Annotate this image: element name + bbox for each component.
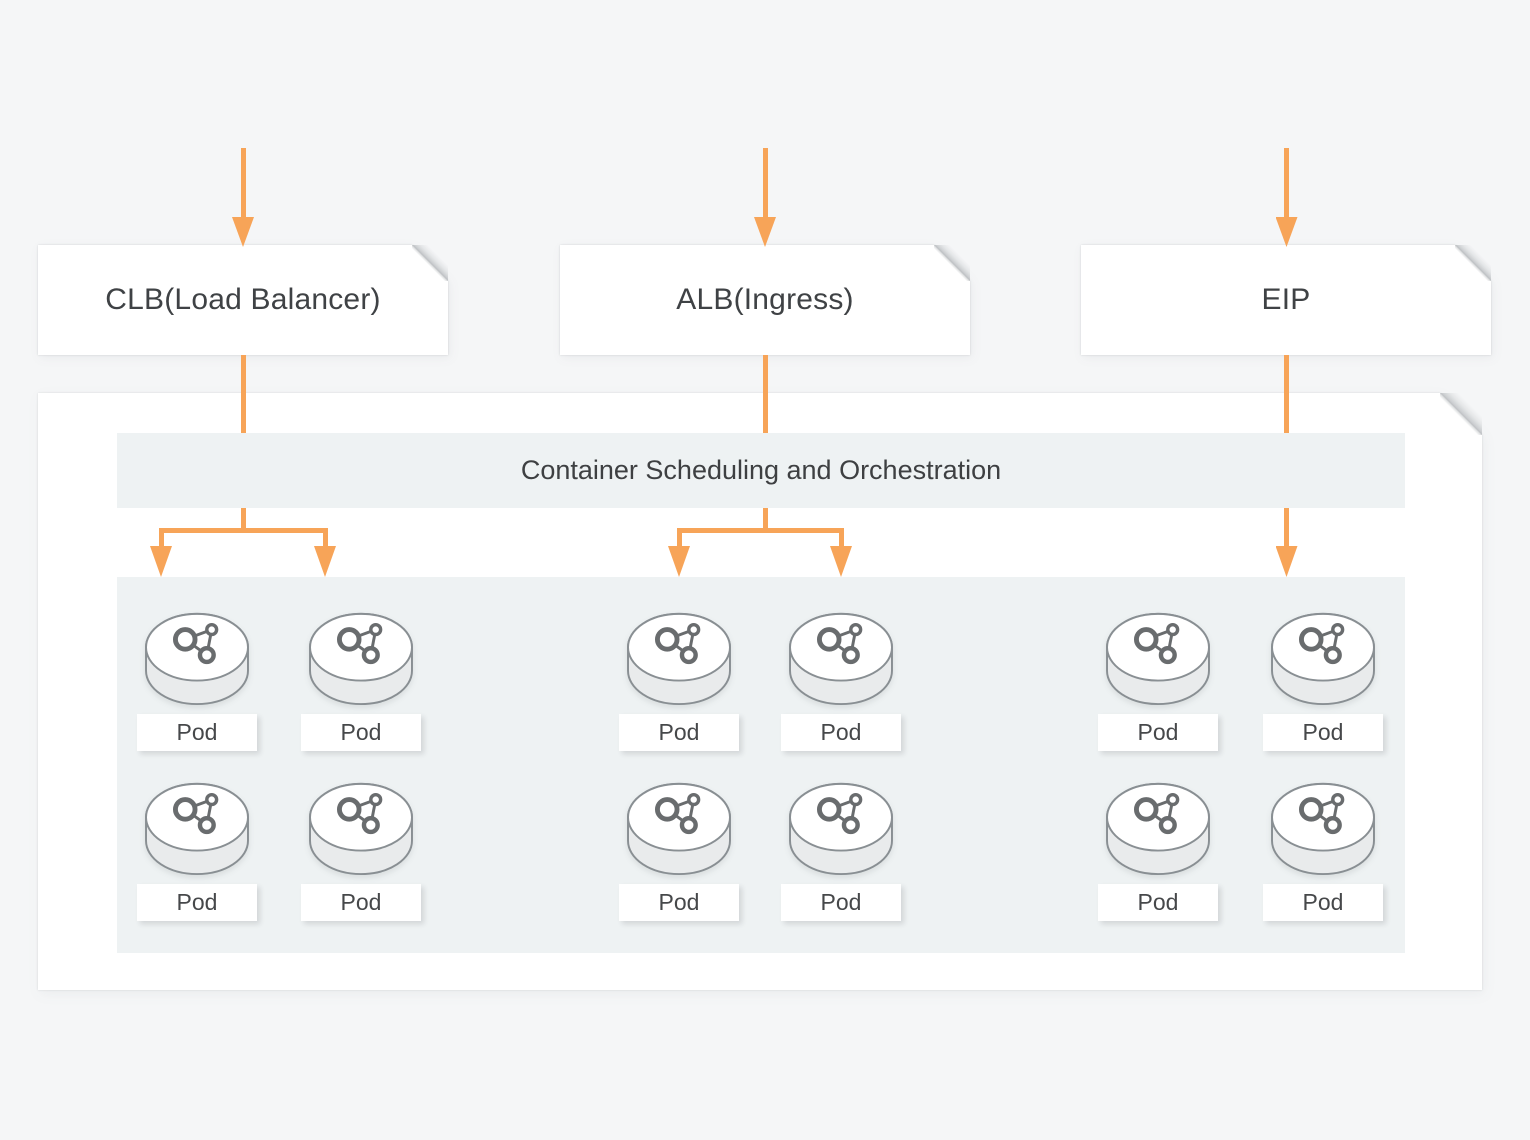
pod-label: Pod <box>137 714 257 751</box>
pod-label: Pod <box>781 884 901 921</box>
entry-box-eip-label: EIP <box>1261 283 1311 316</box>
entry-box-clb-label: CLB(Load Balancer) <box>105 283 381 316</box>
pod-label: Pod <box>301 884 421 921</box>
molecule-glyph-icon <box>1133 792 1180 835</box>
pod: Pod <box>781 778 901 921</box>
pod: Pod <box>619 778 739 921</box>
connector-line <box>676 533 682 547</box>
pod-cylinder-icon <box>1106 782 1210 876</box>
pod: Pod <box>619 608 739 751</box>
entry-box-clb: CLB(Load Balancer) <box>38 245 448 355</box>
folded-corner-icon <box>934 245 970 281</box>
pod-cylinder-icon <box>309 612 413 706</box>
pod-group-alb: Pod Pod Pod <box>619 608 901 921</box>
entry-box-alb: ALB(Ingress) <box>560 245 970 355</box>
inbound-arrow-clb <box>240 148 246 218</box>
molecule-glyph-icon <box>816 792 863 835</box>
connector-line <box>676 528 844 533</box>
folded-corner-icon <box>412 245 448 281</box>
pod-label: Pod <box>1263 884 1383 921</box>
molecule-glyph-icon <box>1298 792 1345 835</box>
pod-cylinder-icon <box>627 612 731 706</box>
molecule-glyph-icon <box>336 622 383 665</box>
connector-line <box>838 533 844 547</box>
pod-cylinder-icon <box>1271 782 1375 876</box>
inbound-arrow-eip <box>1284 148 1289 218</box>
arrowhead-down-icon <box>1275 217 1298 247</box>
connector-line <box>322 533 328 547</box>
arrowhead-down-icon <box>232 217 254 247</box>
pod-cylinder-icon <box>1106 612 1210 706</box>
pod-label: Pod <box>301 714 421 751</box>
pod-cylinder-icon <box>1271 612 1375 706</box>
entry-box-eip: EIP <box>1081 245 1491 355</box>
pod-cylinder-icon <box>145 782 249 876</box>
pod: Pod <box>781 608 901 751</box>
folded-corner-icon <box>1455 245 1491 281</box>
connector-line <box>158 528 328 533</box>
molecule-glyph-icon <box>654 622 701 665</box>
molecule-glyph-icon <box>336 792 383 835</box>
pod-cylinder-icon <box>309 782 413 876</box>
molecule-glyph-icon <box>172 622 219 665</box>
pod-label: Pod <box>1098 714 1218 751</box>
connector-line <box>158 533 164 547</box>
connector-line <box>1284 355 1289 433</box>
entry-box-alb-label: ALB(Ingress) <box>676 283 854 316</box>
pod: Pod <box>1263 778 1383 921</box>
arrowhead-down-icon <box>754 217 776 247</box>
pod-cylinder-icon <box>789 782 893 876</box>
pod-label: Pod <box>619 884 739 921</box>
pod-label: Pod <box>1098 884 1218 921</box>
pod-cylinder-icon <box>789 612 893 706</box>
cluster-header: Container Scheduling and Orchestration <box>117 433 1405 508</box>
inbound-arrow-alb <box>762 148 768 218</box>
pod: Pod <box>301 778 421 921</box>
folded-corner-icon <box>1440 393 1482 435</box>
pod: Pod <box>137 608 257 751</box>
molecule-glyph-icon <box>816 622 863 665</box>
pod: Pod <box>1263 608 1383 751</box>
connector-line <box>762 355 768 433</box>
pod-group-eip: Pod Pod Pod <box>1098 608 1383 921</box>
connector-line <box>240 508 246 533</box>
pod-group-clb: Pod Pod Pod <box>137 608 421 921</box>
connector-line <box>240 355 246 433</box>
connector-line <box>762 508 768 533</box>
pod-cylinder-icon <box>145 612 249 706</box>
pod: Pod <box>137 778 257 921</box>
pod: Pod <box>1098 778 1218 921</box>
connector-line <box>1284 508 1289 550</box>
molecule-glyph-icon <box>654 792 701 835</box>
pod: Pod <box>301 608 421 751</box>
pod: Pod <box>1098 608 1218 751</box>
pod-label: Pod <box>137 884 257 921</box>
pod-label: Pod <box>1263 714 1383 751</box>
pod-cylinder-icon <box>627 782 731 876</box>
molecule-glyph-icon <box>1298 622 1345 665</box>
molecule-glyph-icon <box>172 792 219 835</box>
molecule-glyph-icon <box>1133 622 1180 665</box>
pod-label: Pod <box>619 714 739 751</box>
pod-label: Pod <box>781 714 901 751</box>
